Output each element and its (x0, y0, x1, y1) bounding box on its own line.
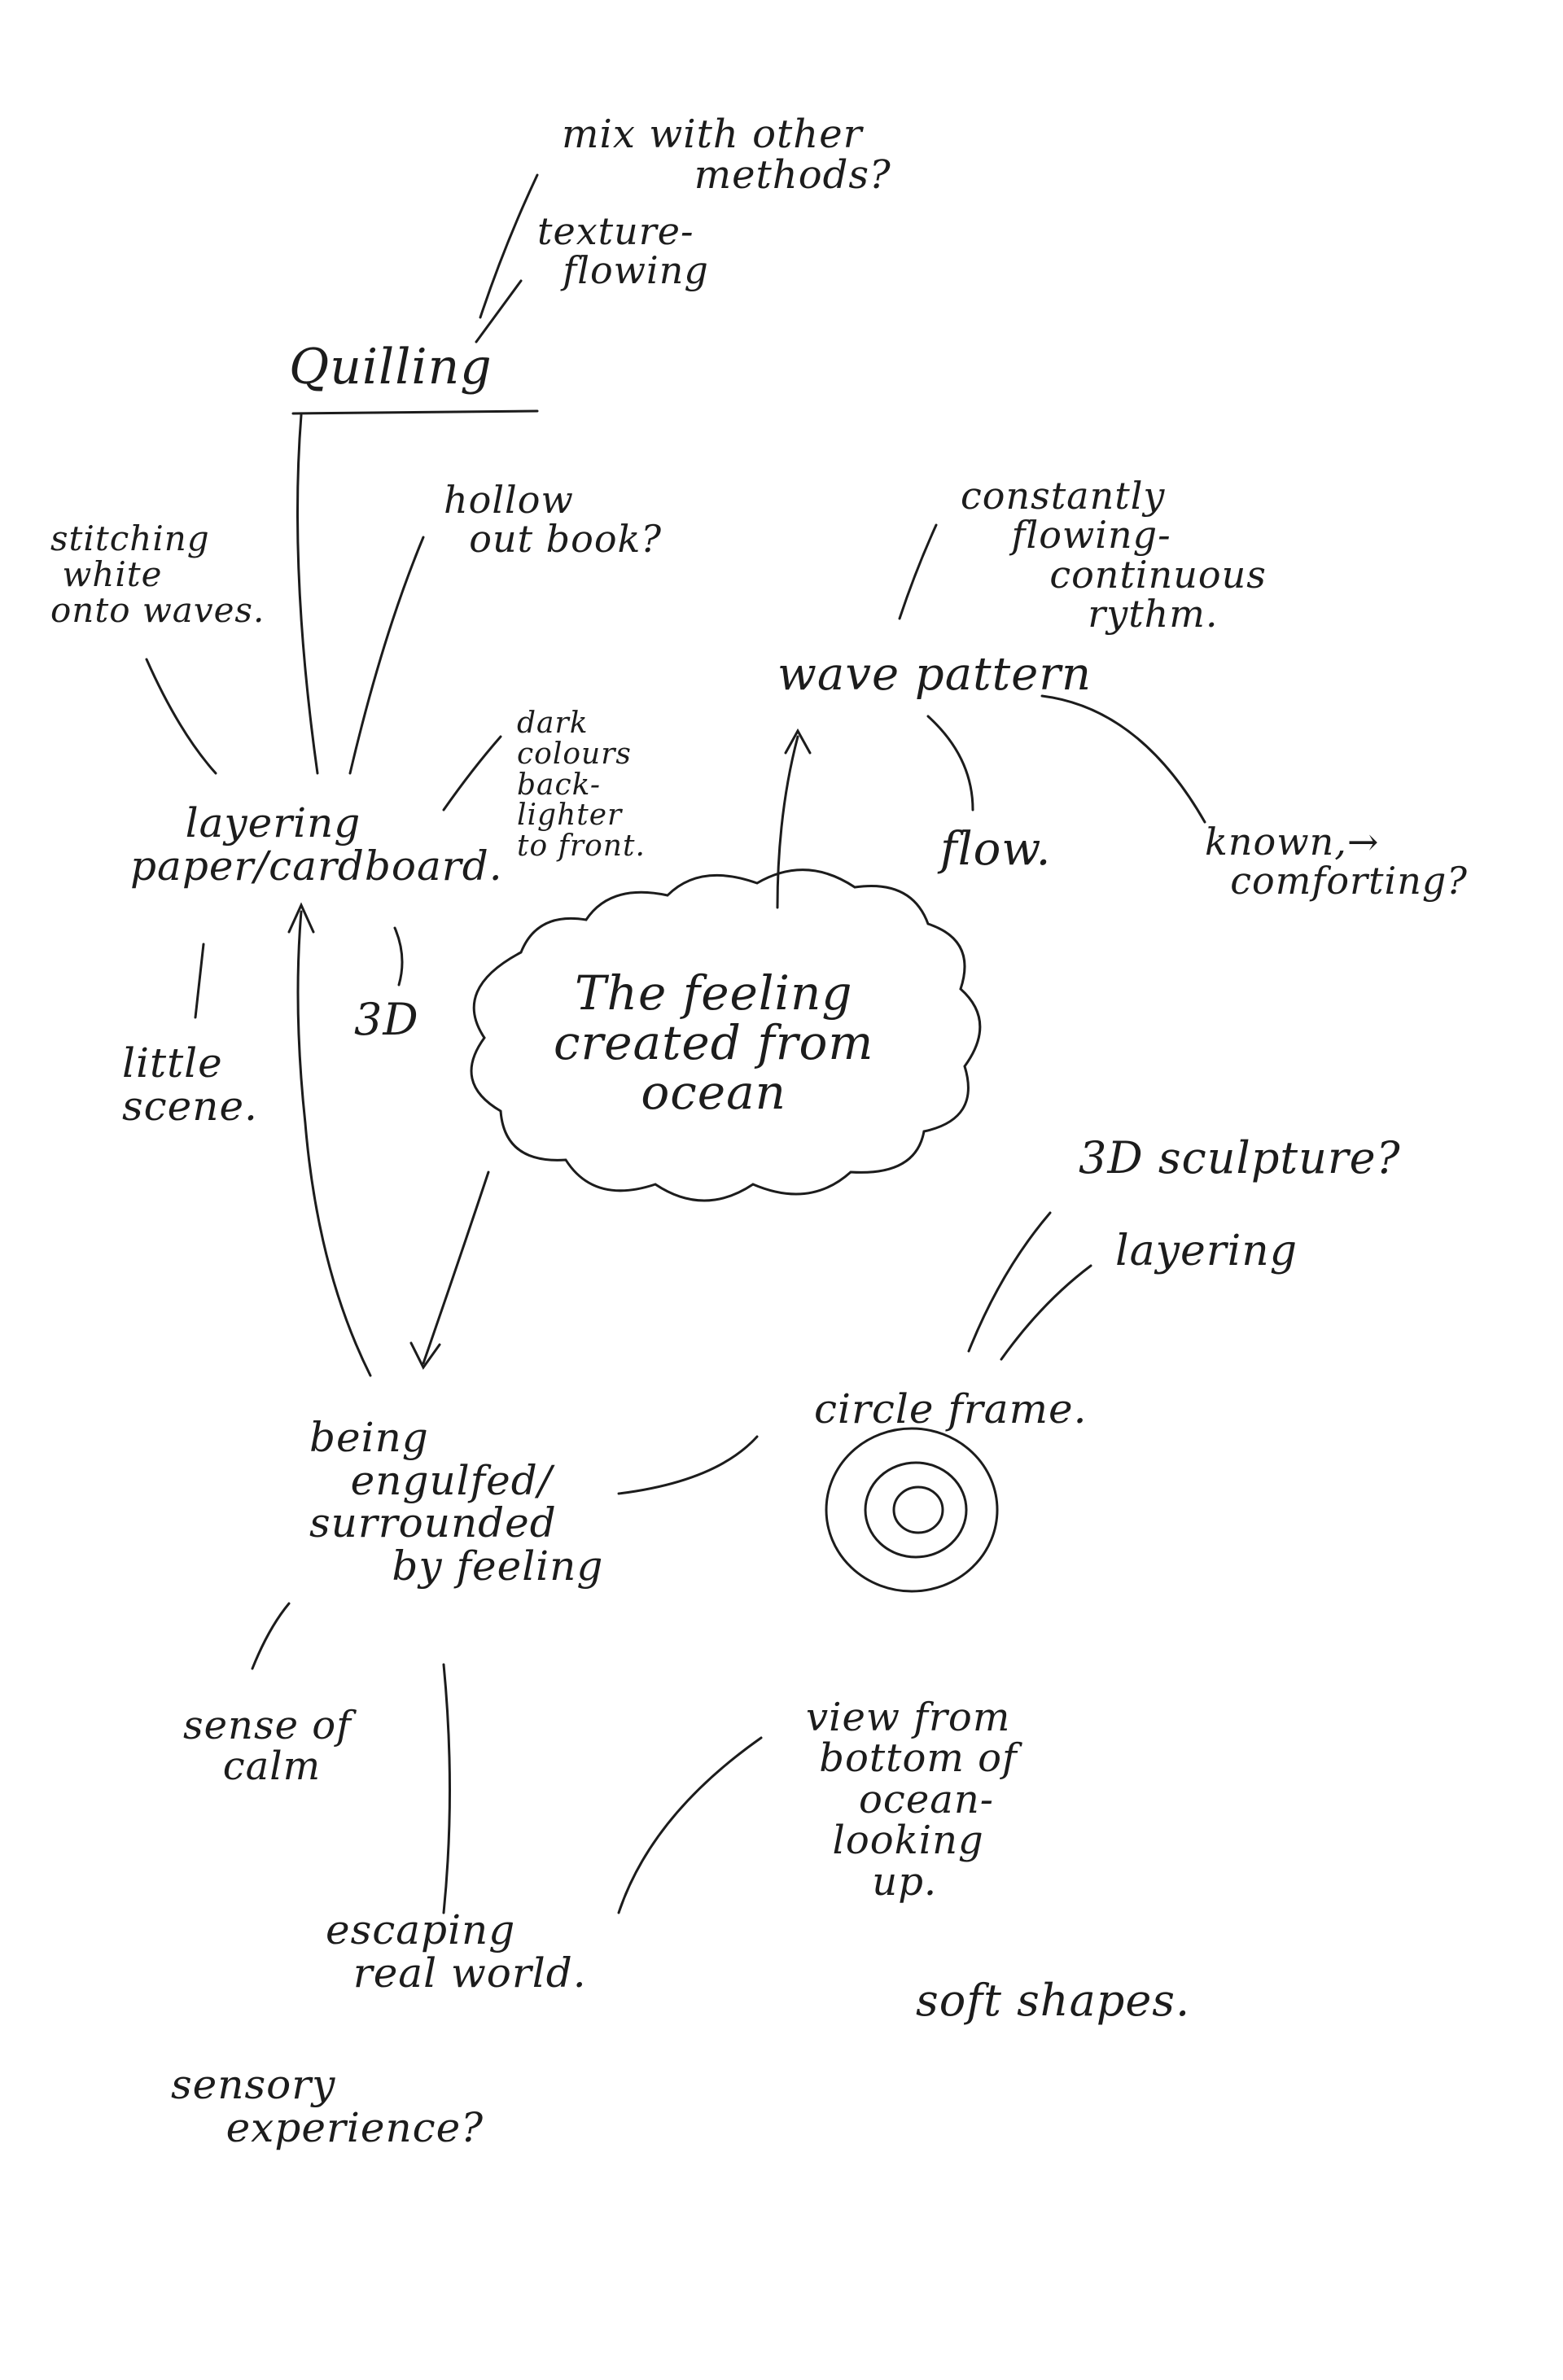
link-dark-layering (442, 735, 502, 812)
note-engulfed: being engulfed/ surrounded by feeling (309, 1414, 604, 1590)
circle-frame-inner (892, 1485, 944, 1534)
note-mix-methods: mix with other methods? (562, 112, 891, 199)
note-hollow-book: hollow out book? (444, 478, 663, 562)
center-cloud-outline (470, 868, 982, 1202)
note-soft-shapes: soft shapes. (916, 1975, 1191, 2026)
note-stitching: stitching white onto waves. (50, 518, 265, 631)
link-engulfed-escaping (442, 1663, 451, 1914)
link-quilling-mix (479, 173, 539, 319)
note-escaping: escaping real world. (326, 1906, 587, 1997)
note-constantly: constantly flowing- continuous rythm. (961, 474, 1267, 636)
note-known: known,→ comforting? (1205, 820, 1468, 903)
note-3d-sculpture: 3D sculpture? (1079, 1132, 1401, 1183)
note-little-scene: little scene. (122, 1039, 258, 1130)
circle-frame-middle (864, 1461, 968, 1559)
link-engulfed-layering (296, 910, 372, 1377)
link-hollow-layering (348, 536, 425, 775)
link-engulfed-calm (251, 1602, 291, 1670)
link-layering-little (194, 943, 205, 1019)
note-view-bottom: view from bottom of ocean- looking up. (806, 1695, 1018, 1905)
note-quilling: Quilling (289, 339, 493, 396)
note-dark-colours: dark colours back- lighter to front. (517, 707, 646, 864)
note-flow: flow. (940, 823, 1052, 876)
link-cloud-wave (776, 735, 799, 909)
note-sensory: sensory experience? (171, 2061, 484, 2151)
note-3d: 3D (354, 994, 419, 1045)
link-cloud-engulfed (422, 1170, 490, 1365)
link-circle-layering2 (1000, 1264, 1092, 1361)
link-engulfed-view (617, 1736, 763, 1914)
link-circle-engulfed (617, 1435, 759, 1495)
note-circle-frame: circle frame. (814, 1385, 1088, 1433)
link-wave-flow (926, 715, 974, 812)
note-layering-paper: layering paper/cardboard. (130, 799, 503, 890)
circle-frame-outer (825, 1427, 999, 1593)
arrowhead-wave (784, 728, 812, 755)
link-quilling-texture (475, 279, 523, 343)
link-quilling-layering (296, 413, 319, 775)
arrowhead-engulfed (409, 1341, 441, 1370)
link-wave-known (1040, 694, 1206, 824)
center-topic: The feeling created from ocean (554, 965, 874, 1120)
note-layering-2: layering (1115, 1227, 1298, 1275)
note-wave-pattern: wave pattern (777, 648, 1092, 701)
arrowhead-layering (287, 902, 315, 934)
note-sense-calm: sense of calm (183, 1703, 352, 1790)
quilling-underline (291, 409, 539, 415)
link-stitching-layering (145, 658, 217, 775)
link-layering-3d (393, 926, 404, 987)
link-circle-sculpture (967, 1211, 1052, 1353)
link-wave-constantly (898, 523, 938, 620)
note-texture: texture- flowing (537, 209, 709, 293)
